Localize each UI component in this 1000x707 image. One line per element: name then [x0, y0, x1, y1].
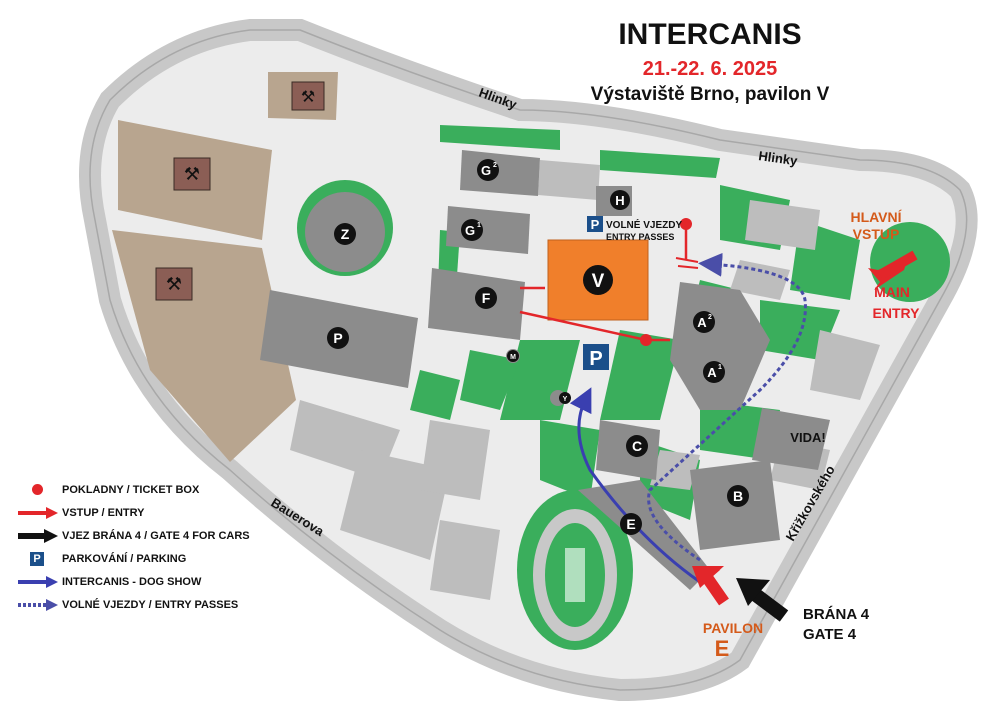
dotted-arrow-icon — [18, 598, 58, 611]
parking-sign-small: P — [587, 216, 603, 232]
red-entry-arrow-pavilion-e — [692, 566, 729, 606]
label-vstup: VSTUP — [853, 226, 900, 242]
svg-text:A: A — [697, 315, 707, 330]
svg-text:V: V — [592, 271, 605, 292]
label-brana4: BRÁNA 4 — [803, 606, 870, 623]
pavilions — [260, 150, 830, 590]
svg-text:G: G — [481, 163, 491, 178]
blue-arrow-icon — [18, 575, 58, 588]
secondary-buildings — [290, 160, 880, 600]
entry-passes-route — [647, 252, 807, 562]
badge-f: F — [475, 287, 497, 309]
legend-item: P PARKOVÁNÍ / PARKING — [18, 547, 298, 570]
badge-h: H — [610, 190, 630, 210]
legend-item: VOLNÉ VJEZDY / ENTRY PASSES — [18, 593, 298, 616]
parking-sign-large: P — [583, 344, 609, 370]
svg-text:F: F — [482, 290, 491, 306]
label-hlavni: HLAVNÍ — [850, 209, 902, 225]
legend: POKLADNY / TICKET BOX VSTUP / ENTRY VJEZ… — [18, 478, 298, 616]
badge-e: E — [620, 513, 642, 535]
parking-icon: P — [30, 551, 44, 566]
svg-text:E: E — [626, 516, 635, 532]
svg-text:P: P — [589, 348, 602, 370]
svg-text:Z: Z — [341, 226, 350, 242]
label-pavilon: PAVILON — [703, 620, 763, 636]
label-pavilon-letter: E — [715, 636, 730, 661]
black-gate-arrow — [736, 578, 789, 622]
svg-text:M: M — [510, 354, 516, 361]
badge-c: C — [626, 435, 648, 457]
red-entry-arrow-main — [868, 250, 918, 290]
legend-item: VJEZ BRÁNA 4 / GATE 4 FOR CARS — [18, 524, 298, 547]
svg-text:2: 2 — [708, 314, 712, 321]
construction-areas: ⚒ ⚒ ⚒ — [112, 72, 338, 462]
svg-text:⚒: ⚒ — [184, 164, 200, 184]
badge-b: B — [727, 485, 749, 507]
label-volne-vjezdy: VOLNÉ VJEZDY — [606, 218, 682, 231]
svg-text:1: 1 — [477, 222, 481, 229]
badge-p: P — [327, 327, 349, 349]
badge-m: M — [507, 350, 519, 362]
label-entry: ENTRY — [873, 305, 921, 321]
svg-text:H: H — [615, 193, 624, 208]
svg-text:A: A — [707, 365, 717, 380]
svg-text:P: P — [333, 330, 342, 346]
svg-text:1: 1 — [718, 364, 722, 371]
legend-item: INTERCANIS - DOG SHOW — [18, 570, 298, 593]
svg-text:⚒: ⚒ — [301, 89, 315, 106]
red-arrow-icon — [18, 506, 58, 519]
svg-text:Y: Y — [563, 396, 568, 403]
label-main: MAIN — [874, 284, 910, 300]
svg-text:⚒: ⚒ — [166, 274, 182, 294]
svg-text:2: 2 — [493, 162, 497, 169]
svg-text:P: P — [591, 217, 600, 232]
badge-y: Y — [559, 392, 571, 404]
stadium — [533, 509, 617, 641]
street-hlinky-2: Hlinky — [758, 148, 799, 168]
map-title: INTERCANIS — [618, 18, 802, 51]
label-entry-passes: ENTRY PASSES — [606, 232, 674, 242]
event-dates: 21.-22. 6. 2025 — [642, 58, 778, 80]
legend-item: POKLADNY / TICKET BOX — [18, 478, 298, 501]
badge-v: V — [583, 265, 613, 295]
vida-label: VIDA! — [790, 430, 825, 445]
event-venue: Výstaviště Brno, pavilon V — [590, 84, 830, 105]
svg-text:C: C — [632, 438, 642, 454]
black-arrow-icon — [18, 528, 58, 543]
ticket-box-dot — [640, 334, 652, 346]
dog-show-route — [569, 387, 701, 584]
ticket-dot-icon — [32, 484, 43, 495]
badge-z: Z — [334, 223, 356, 245]
svg-text:G: G — [465, 223, 475, 238]
label-gate4: GATE 4 — [803, 626, 857, 643]
legend-item: VSTUP / ENTRY — [18, 501, 298, 524]
ticket-box-dot — [680, 218, 692, 230]
svg-text:B: B — [733, 488, 743, 504]
